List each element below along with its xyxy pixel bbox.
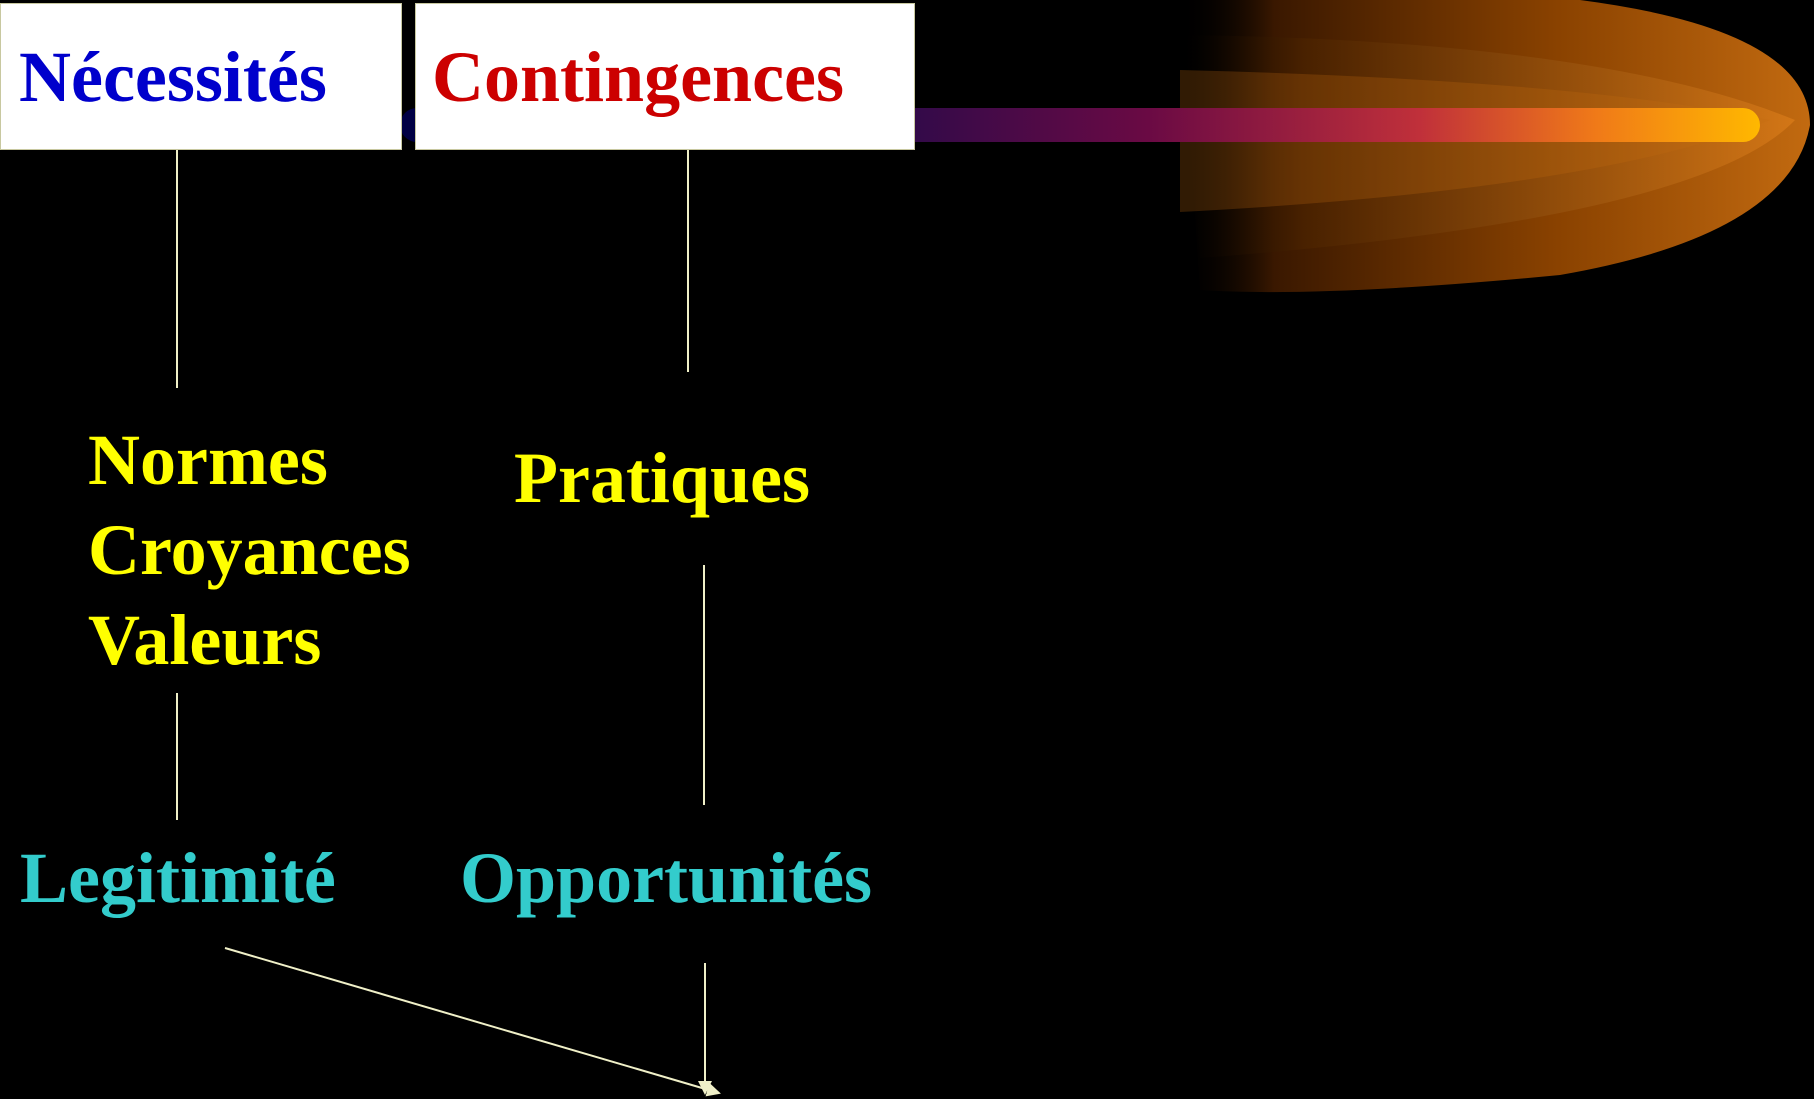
contingences-box: Contingences	[415, 3, 915, 150]
legitimite-label: Legitimité	[20, 838, 336, 918]
orange-orb-graphic	[1180, 0, 1810, 293]
connector-lines	[176, 150, 721, 1097]
necessites-box: Nécessités	[0, 3, 402, 150]
opportunites-label: Opportunités	[460, 838, 873, 918]
croyances-label: Croyances	[88, 510, 411, 590]
valeurs-label: Valeurs	[88, 600, 322, 680]
necessites-label: Nécessités	[19, 36, 327, 117]
pratiques-label: Pratiques	[514, 438, 810, 518]
normes-label: Normes	[88, 420, 328, 500]
contingences-label: Contingences	[432, 36, 844, 117]
arrow-legitimite-to-result	[224, 947, 721, 1097]
